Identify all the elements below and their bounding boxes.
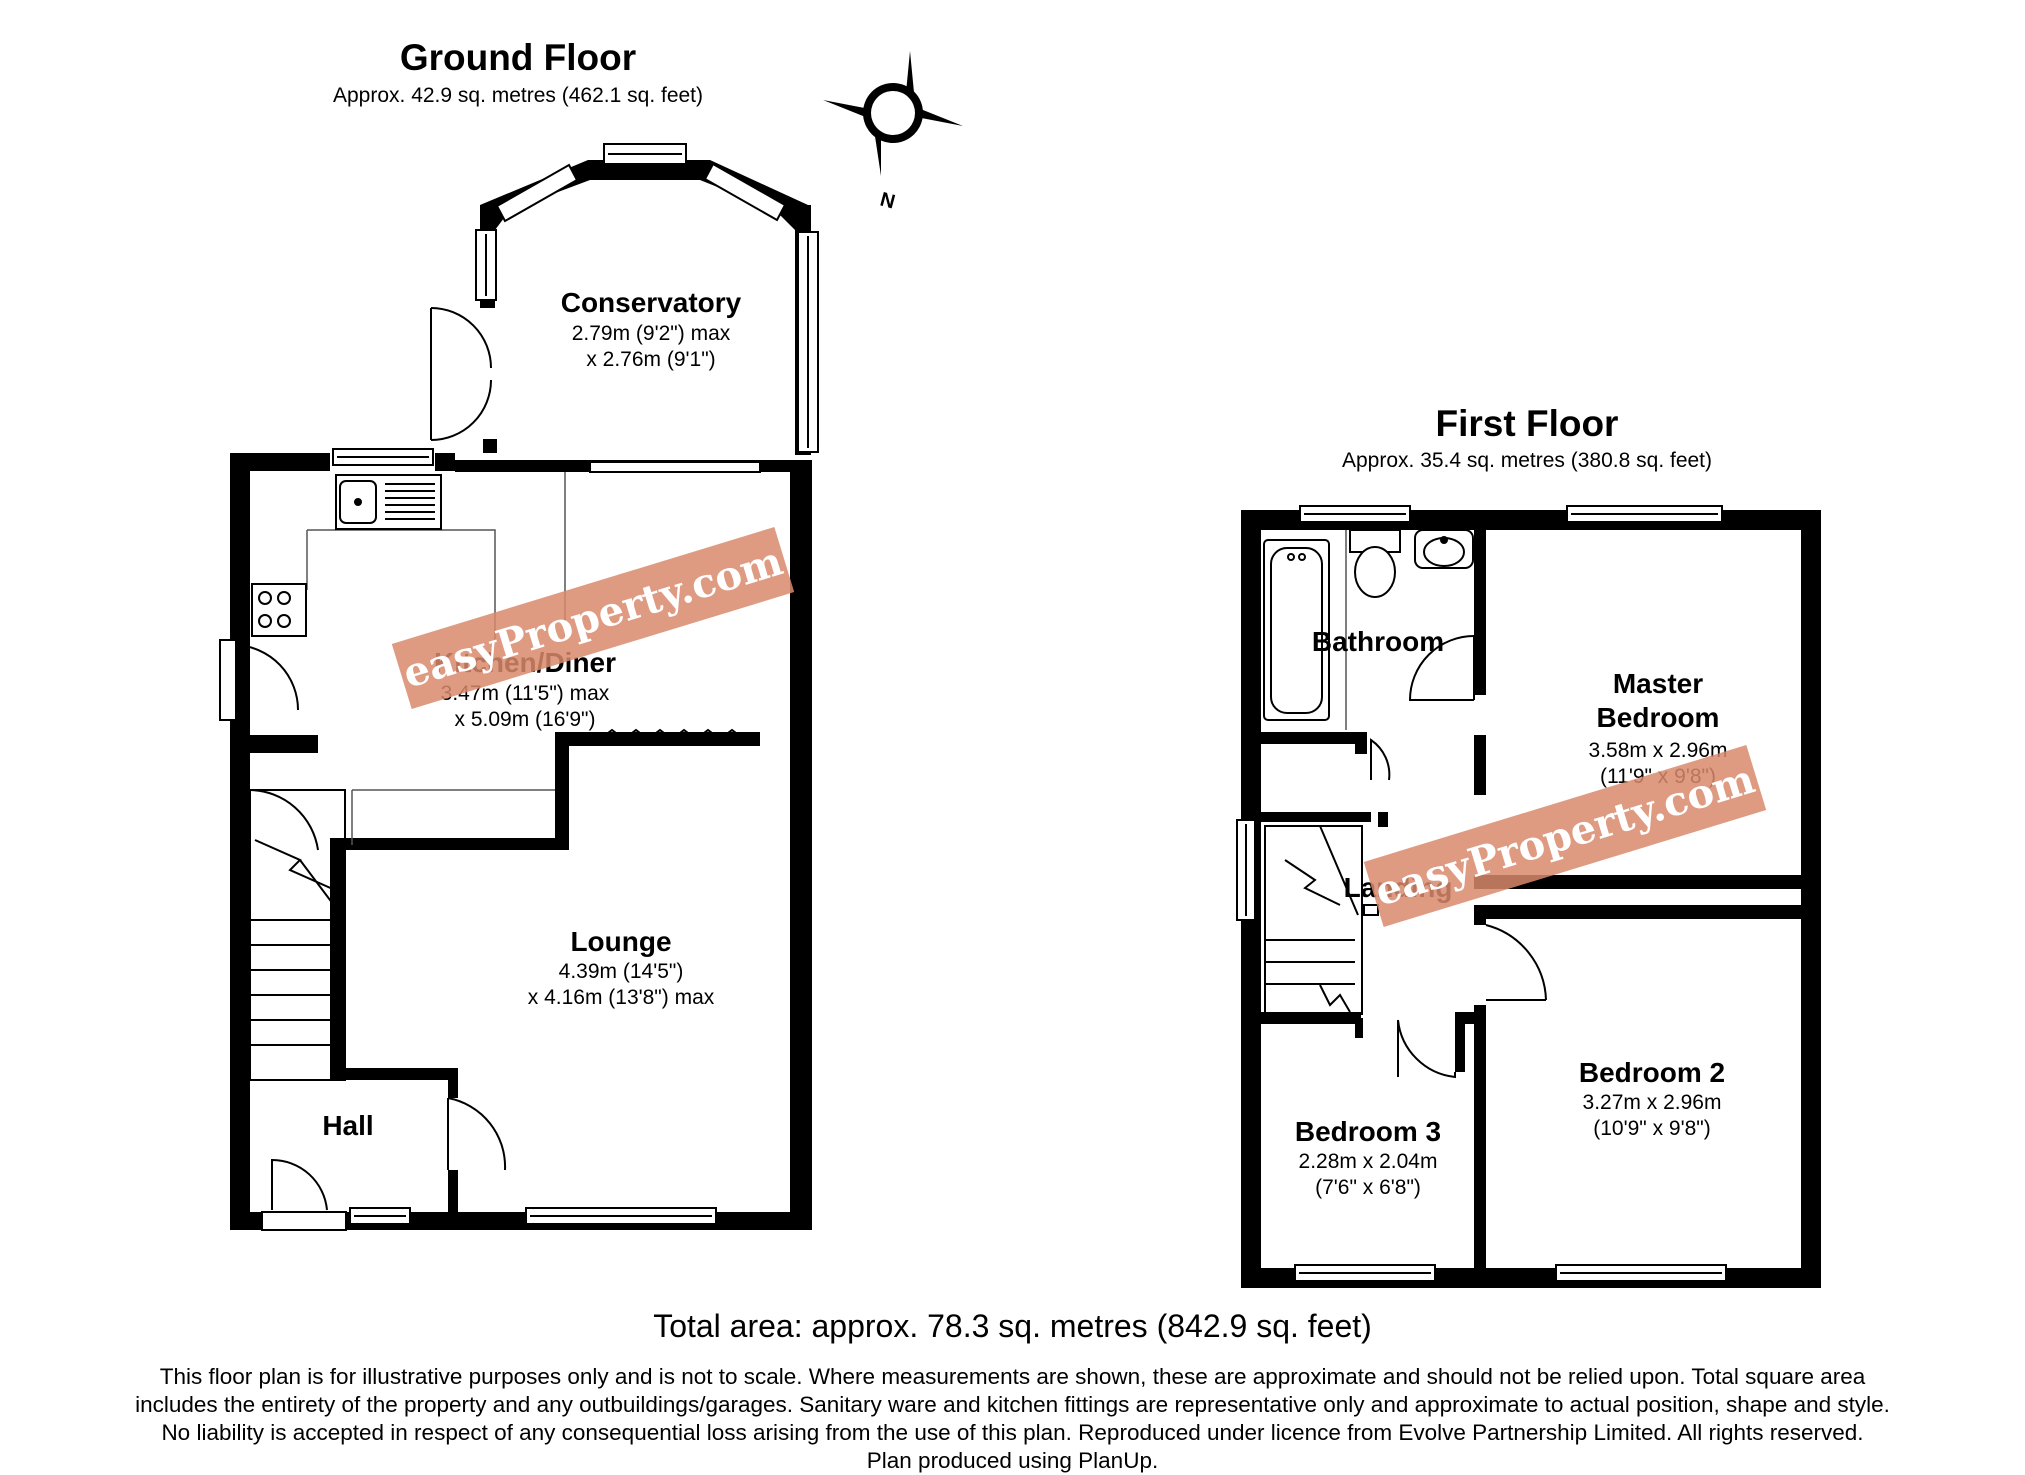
lounge-dim-1: 4.39m (14'5") <box>559 960 684 983</box>
compass-icon: N <box>823 51 963 214</box>
disclaimer-line: Plan produced using PlanUp. <box>866 1448 1159 1473</box>
bedroom-2-dim-1: 3.27m x 2.96m <box>1583 1091 1722 1114</box>
conservatory-dim-2: x 2.76m (9'1") <box>586 348 715 371</box>
first-floor-plan: First Floor Approx. 35.4 sq. metres (380… <box>1236 403 1821 1288</box>
master-bedroom-label-2: Bedroom <box>1597 702 1720 733</box>
hob <box>251 583 307 637</box>
first-floor-doors[interactable] <box>1363 635 1547 1079</box>
watermark-first: easyProperty.com <box>1363 745 1767 927</box>
bedroom-3-label: Bedroom 3 <box>1295 1116 1441 1147</box>
bedroom-3-dim-1: 2.28m x 2.04m <box>1299 1150 1438 1173</box>
total-area: Total area: approx. 78.3 sq. metres (842… <box>653 1308 1372 1344</box>
hall-label: Hall <box>322 1110 373 1141</box>
ground-floor-plan: Ground Floor Approx. 42.9 sq. metres (46… <box>219 37 819 1231</box>
bedroom-3-dim-2: (7'6" x 6'8") <box>1315 1176 1421 1199</box>
conservatory-french-doors[interactable] <box>430 307 497 453</box>
conservatory-dim-1: 2.79m (9'2") max <box>572 322 731 345</box>
ground-floor-stairs <box>249 789 346 1081</box>
ground-floor-doors[interactable] <box>219 639 507 1231</box>
master-bedroom-label-1: Master <box>1613 668 1703 699</box>
kitchen-diner-dim-2: x 5.09m (16'9") <box>454 708 595 731</box>
disclaimer: This floor plan is for illustrative purp… <box>0 1363 2025 1475</box>
kitchen-sink <box>335 474 442 530</box>
ground-floor-windows <box>332 448 761 1225</box>
conservatory-label: Conservatory <box>561 287 742 318</box>
ground-floor-title: Ground Floor <box>400 37 636 78</box>
bedroom-2-dim-2: (10'9" x 9'8") <box>1593 1117 1710 1140</box>
bifold-doors[interactable] <box>599 728 745 741</box>
lounge-dim-2: x 4.16m (13'8") max <box>528 986 715 1009</box>
ground-floor-area: Approx. 42.9 sq. metres (462.1 sq. feet) <box>333 84 703 107</box>
ground-floor-walls <box>230 453 812 1230</box>
disclaimer-line: This floor plan is for illustrative purp… <box>159 1364 1866 1389</box>
compass-north-label: N <box>878 189 898 214</box>
bedroom-2-label: Bedroom 2 <box>1579 1057 1725 1088</box>
bathroom-fixtures <box>1263 529 1474 730</box>
first-floor-area: Approx. 35.4 sq. metres (380.8 sq. feet) <box>1342 449 1712 472</box>
bathroom-label: Bathroom <box>1312 626 1444 657</box>
lounge-label: Lounge <box>570 926 671 957</box>
first-floor-stairs <box>1264 825 1363 1015</box>
kitchen-diner-dim-1: 3.47m (11'5") max <box>441 682 610 705</box>
first-floor-walls <box>1241 510 1821 1288</box>
first-floor-title: First Floor <box>1436 403 1619 444</box>
disclaimer-line: includes the entirety of the property an… <box>135 1392 1890 1417</box>
disclaimer-line: No liability is accepted in respect of a… <box>161 1420 1864 1445</box>
conservatory-windows <box>475 143 819 453</box>
first-floor-windows <box>1236 505 1727 1282</box>
watermark-first-text: easyProperty.com <box>1370 755 1760 915</box>
master-bedroom-dim-1: 3.58m x 2.96m <box>1589 739 1728 762</box>
